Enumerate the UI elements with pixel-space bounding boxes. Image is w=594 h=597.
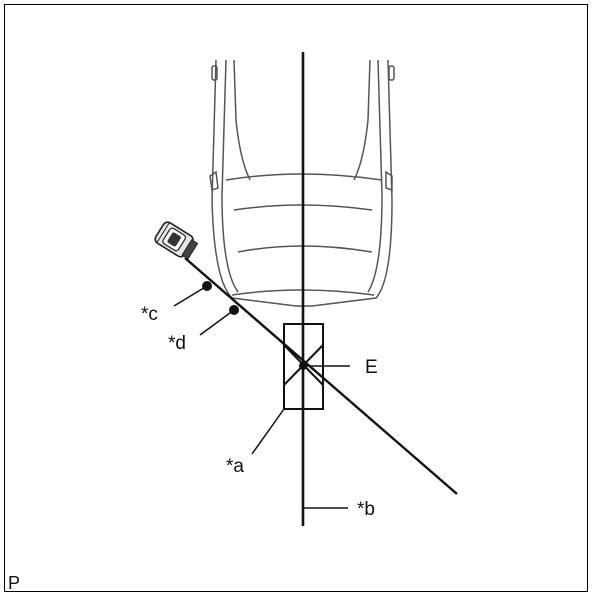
label-e: E [365,357,378,378]
label-b: *b [357,499,375,520]
camera-axis-line [184,257,458,495]
leader-lines [173,285,350,509]
label-d: *d [168,333,186,354]
label-c: *c [141,304,158,325]
vehicle-front [209,59,395,307]
diagram-frame [4,4,588,592]
camera-icon [154,221,199,260]
page-mark: P [8,573,21,593]
label-a: *a [226,456,244,477]
